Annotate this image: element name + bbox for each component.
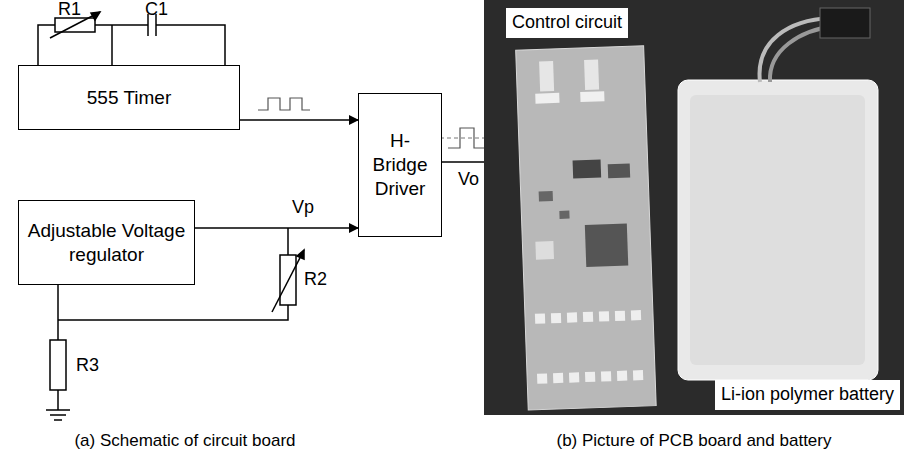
box-text: H-Bridge Driver	[365, 129, 435, 200]
variable-arrow	[272, 250, 304, 312]
box-text: Adjustable Voltage regulator	[25, 219, 188, 267]
wire	[57, 285, 59, 340]
signal-name: Vo	[458, 170, 479, 190]
timer-box: 555 Timer	[18, 65, 240, 130]
wire	[95, 24, 148, 26]
component-label: R1	[58, 0, 81, 20]
component-label: R2	[304, 270, 327, 290]
wire	[57, 390, 59, 410]
box-text: 555 Timer	[87, 86, 171, 110]
wire	[287, 228, 289, 255]
photo-label: Control circuit	[506, 8, 628, 38]
variable-arrow-head	[91, 12, 100, 20]
signal-arrow	[195, 227, 358, 229]
caption: (a) Schematic of circuit board	[74, 432, 295, 451]
photo	[484, 0, 904, 415]
signal-name: Vp	[292, 198, 314, 218]
resistor-symbol	[50, 340, 66, 390]
ground-symbol	[50, 414, 66, 416]
variable-arrow-head	[297, 250, 304, 259]
component-label: R3	[76, 356, 99, 376]
caption: (b) Picture of PCB board and battery	[557, 432, 832, 451]
wire	[111, 25, 113, 65]
wire	[156, 25, 225, 65]
component-label: C1	[145, 0, 168, 20]
wire	[58, 305, 288, 320]
ground-symbol	[46, 409, 70, 411]
wire	[38, 25, 55, 65]
driver-box: H-Bridge Driver	[358, 93, 442, 237]
regulator-box: Adjustable Voltage regulator	[18, 200, 195, 285]
signal-arrow	[240, 119, 358, 121]
photo-label: Li-ion polymer battery	[715, 380, 900, 410]
ground-symbol	[54, 419, 62, 421]
pulse-waveform	[258, 98, 310, 110]
